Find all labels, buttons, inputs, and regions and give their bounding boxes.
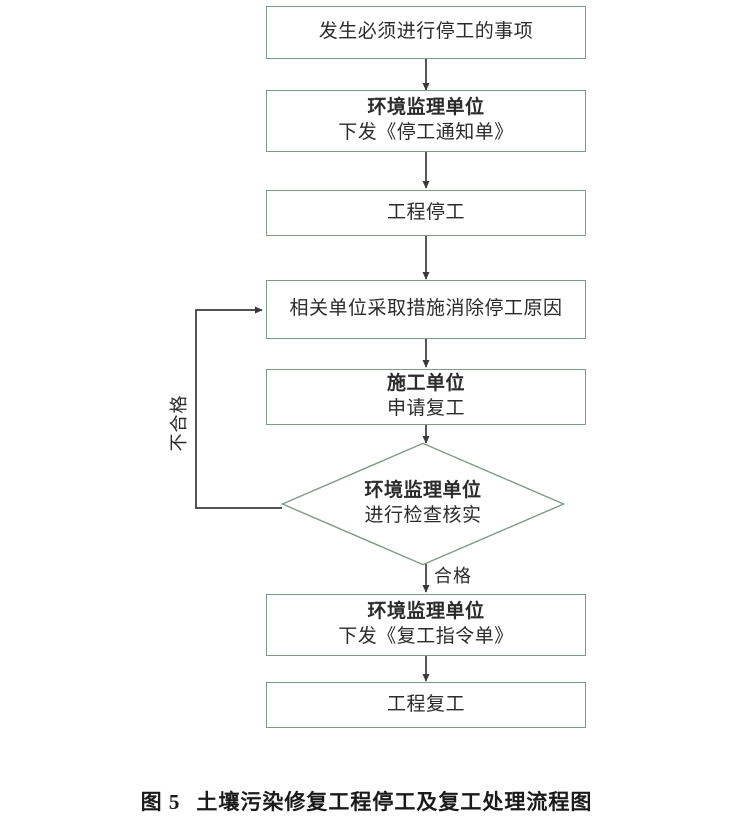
edge-label-fail: 不合格 [169, 394, 189, 452]
node-project-resumed[interactable]: 工程复工 [266, 682, 586, 728]
node-apply-resume-work-line-1: 施工单位 [386, 373, 465, 395]
node-issue-stop-work-notice-line-2: 下发《停工通知单》 [338, 122, 514, 143]
figure-caption-title: 土壤污染修复工程停工及复工处理流程图 [196, 790, 593, 814]
node-apply-resume-work-line-2: 申请复工 [386, 398, 465, 419]
node-eliminate-cause-line-1: 相关单位采取措施消除停工原因 [289, 298, 563, 320]
node-inspection-verification-line-2: 进行检查核实 [364, 505, 482, 526]
figure-caption: 图 5 土壤污染修复工程停工及复工处理流程图 [0, 786, 733, 816]
node-apply-resume-work[interactable]: 施工单位 申请复工 [266, 369, 586, 425]
node-project-stopped-line-1: 工程停工 [386, 201, 465, 223]
node-issue-stop-work-notice-line-1: 环境监理单位 [367, 97, 485, 119]
node-inspection-verification-line-1: 环境监理单位 [364, 480, 482, 502]
node-trigger-event[interactable]: 发生必须进行停工的事项 [266, 6, 586, 59]
node-inspection-verification-shape[interactable] [281, 442, 565, 566]
node-inspection-verification[interactable]: 环境监理单位 进行检查核实 [281, 442, 565, 566]
connector-inspection-fail-loop [195, 306, 282, 509]
node-issue-resume-work-order-line-2: 下发《复工指令单》 [338, 626, 514, 647]
node-issue-resume-work-order-line-1: 环境监理单位 [367, 601, 485, 623]
node-issue-stop-work-notice[interactable]: 环境监理单位 下发《停工通知单》 [266, 90, 586, 152]
edge-label-pass: 合格 [434, 566, 472, 586]
figure-caption-number: 图 5 [140, 790, 181, 814]
node-project-resumed-line-1: 工程复工 [386, 693, 465, 715]
node-eliminate-cause[interactable]: 相关单位采取措施消除停工原因 [266, 280, 586, 339]
node-trigger-event-line-1: 发生必须进行停工的事项 [318, 21, 534, 43]
node-issue-resume-work-order[interactable]: 环境监理单位 下发《复工指令单》 [266, 594, 586, 656]
node-project-stopped[interactable]: 工程停工 [266, 190, 586, 236]
